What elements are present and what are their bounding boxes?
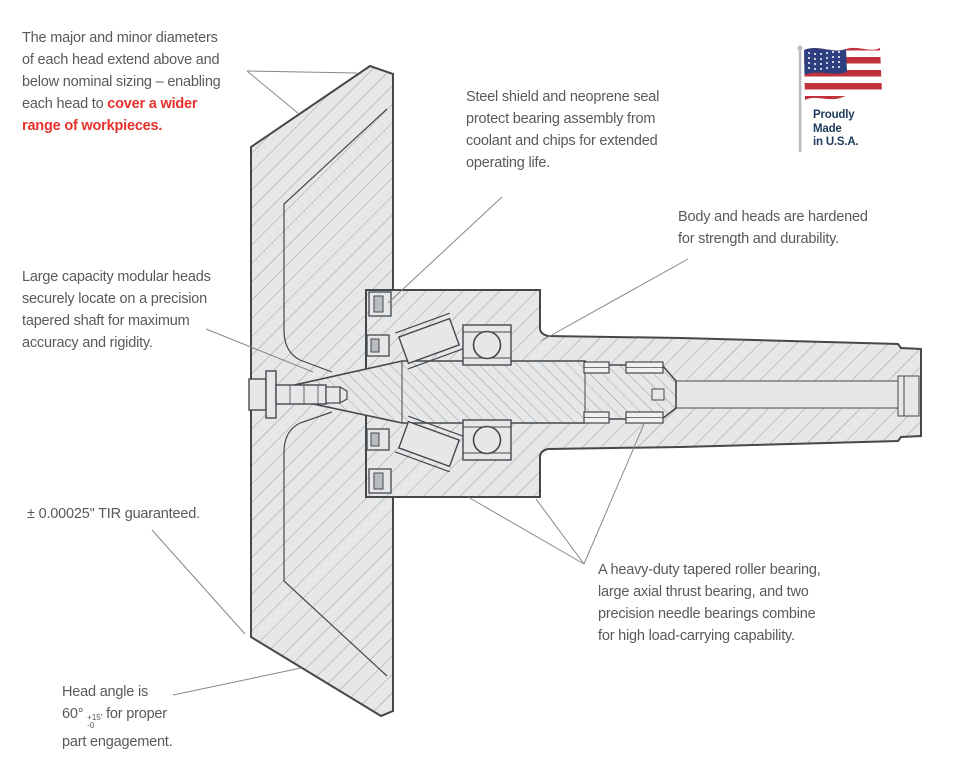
callout-modular-line4: accuracy and rigidity.: [22, 335, 153, 351]
head-angle-tolerance-plus: +15′: [87, 713, 103, 722]
callout-seal-line4: operating life.: [466, 155, 551, 171]
callout-diameters-line2: of each head extend above and: [22, 52, 220, 68]
leader-hardened: [540, 258, 689, 342]
callout-seal-line3: coolant and chips for extended: [466, 133, 658, 149]
callout-head-angle-line3: part engagement.: [62, 734, 173, 750]
badge-line2: Made: [813, 122, 842, 135]
made-in-usa-badge: Proudly Made in U.S.A.: [813, 109, 859, 150]
leader-bearings-b: [535, 498, 585, 565]
callout-bearings-line3: precision needle bearings combine: [598, 606, 816, 622]
leader-lines: [151, 70, 689, 696]
callout-modular-line1: Large capacity modular heads: [22, 269, 211, 285]
callout-head-angle: Head angle is 60° +15′-0 for proper part…: [62, 681, 262, 753]
callout-tir-line1: ± 0.00025" TIR guaranteed.: [27, 506, 200, 522]
head-angle-tolerance: +15′-0: [87, 714, 102, 730]
callout-diameters: The major and minor diameters of each he…: [22, 27, 272, 137]
head-angle-tolerance-minus: -0: [87, 721, 95, 730]
head-draw-bolt: [248, 370, 348, 419]
callout-head-angle-line2: for proper: [102, 706, 167, 722]
callout-bearings-line1: A heavy-duty tapered roller bearing,: [598, 562, 821, 578]
callout-diameters-highlight-2: range of workpieces.: [22, 118, 163, 134]
badge-line3: in U.S.A.: [813, 136, 859, 148]
leader-bearings-c: [583, 423, 645, 565]
callout-hardened-line2: for strength and durability.: [678, 231, 839, 247]
callout-seal-line2: protect bearing assembly from: [466, 111, 656, 127]
needle-bearings: [583, 361, 664, 424]
callout-seal: Steel shield and neoprene seal protect b…: [466, 86, 706, 174]
callout-diameters-highlight-1: cover a wider: [107, 96, 198, 112]
leader-seal: [387, 196, 503, 304]
callout-modular: Large capacity modular heads securely lo…: [22, 266, 262, 354]
callout-modular-line2: securely locate on a precision: [22, 291, 208, 307]
callout-bearings-line2: large axial thrust bearing, and two: [598, 584, 809, 600]
callout-head-angle-line1: Head angle is: [62, 684, 149, 700]
callout-hardened: Body and heads are hardened for strength…: [678, 206, 938, 250]
callout-diameters-line3: below nominal sizing – enabling: [22, 74, 221, 90]
leader-tir: [151, 529, 246, 635]
leader-bearings-a: [467, 496, 585, 565]
callout-hardened-line1: Body and heads are hardened: [678, 209, 868, 225]
callout-diameters-line4: each head to: [22, 96, 108, 112]
callout-modular-line3: tapered shaft for maximum: [22, 313, 190, 329]
leader-modular: [205, 328, 314, 373]
callout-bearings: A heavy-duty tapered roller bearing, lar…: [598, 559, 858, 647]
leader-diameters-a: [246, 70, 358, 74]
thrust-ball-bearing-lower: [462, 419, 512, 461]
leader-head-angle: [172, 667, 302, 696]
shield-and-seal: [366, 291, 392, 494]
tapered-roller-bearing-lower: [395, 415, 463, 473]
callout-seal-line1: Steel shield and neoprene seal: [466, 89, 660, 105]
thrust-ball-bearing-upper: [462, 324, 512, 366]
callout-tir: ± 0.00025" TIR guaranteed.: [27, 503, 267, 525]
callout-bearings-line4: for high load-carrying capability.: [598, 628, 795, 644]
badge-line1: Proudly: [813, 109, 855, 121]
leader-diameters-b: [246, 70, 300, 115]
callout-head-angle-value: 60°: [62, 706, 88, 722]
callout-diameters-line1: The major and minor diameters: [22, 30, 218, 46]
tapered-roller-bearing-upper: [395, 312, 463, 370]
